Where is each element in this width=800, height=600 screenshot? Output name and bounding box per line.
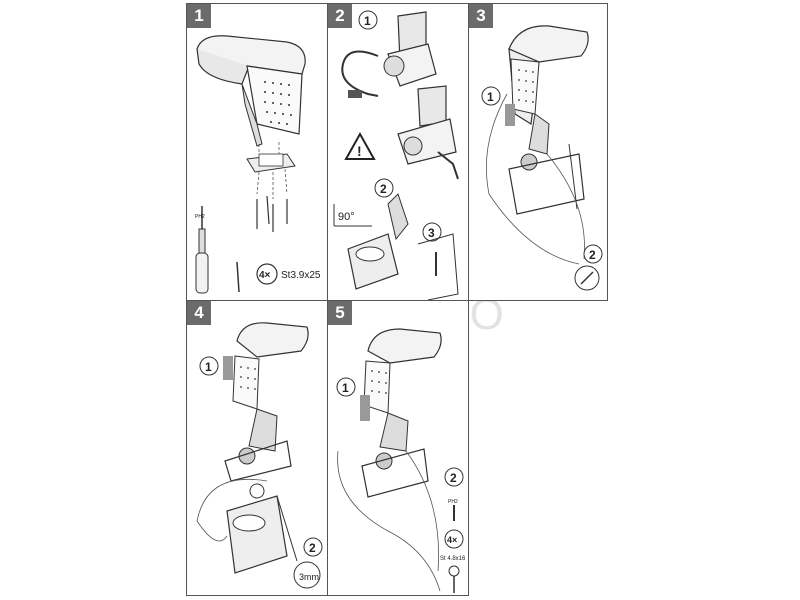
step-2-panel: 2 1 ! 2 90° 3 [327,3,469,301]
callout-1: 1 [364,14,371,28]
driver-label: PH2 [195,214,205,220]
step-4-illustration: 1 2 3mm [196,322,323,589]
step-2-illustration: 1 ! 2 90° 3 [333,10,459,300]
screw-spec: St3.9x25 [281,270,321,281]
driver-label: PH2 [448,499,458,505]
svg-text:!: ! [357,143,362,159]
step-number: 1 [187,4,211,28]
screw-count: 4× [447,535,457,545]
hex-size: 3mm [299,572,319,582]
callout-1: 1 [205,360,212,374]
callout-2: 2 [380,182,387,196]
callout-2: 2 [309,541,316,555]
step-4-panel: 4 1 2 3mm [186,300,328,596]
step-5-illustration: 1 2 PH2 4× St 4.8x16 [336,328,466,593]
angle-label: 90° [338,211,355,223]
step-1-illustration: PH2 4× St3.9x25 [195,35,321,294]
step-number: 4 [187,301,211,325]
callout-1: 1 [487,90,494,104]
callout-2: 2 [450,471,457,485]
step-number: 2 [328,4,352,28]
callout-2: 2 [589,248,596,262]
step-1-panel: 1 PH2 [186,3,328,301]
screw-spec: St 4.8x16 [440,556,466,562]
step-5-panel: 5 1 2 PH2 4× St 4.8x16 [327,300,469,596]
step-number: 3 [469,4,493,28]
step-3-illustration: 1 2 [481,25,603,291]
callout-1: 1 [342,381,349,395]
step-3-panel: 3 1 2 [468,3,608,301]
step-number: 5 [328,301,352,325]
callout-3: 3 [428,226,435,240]
screw-count: 4× [259,270,271,281]
